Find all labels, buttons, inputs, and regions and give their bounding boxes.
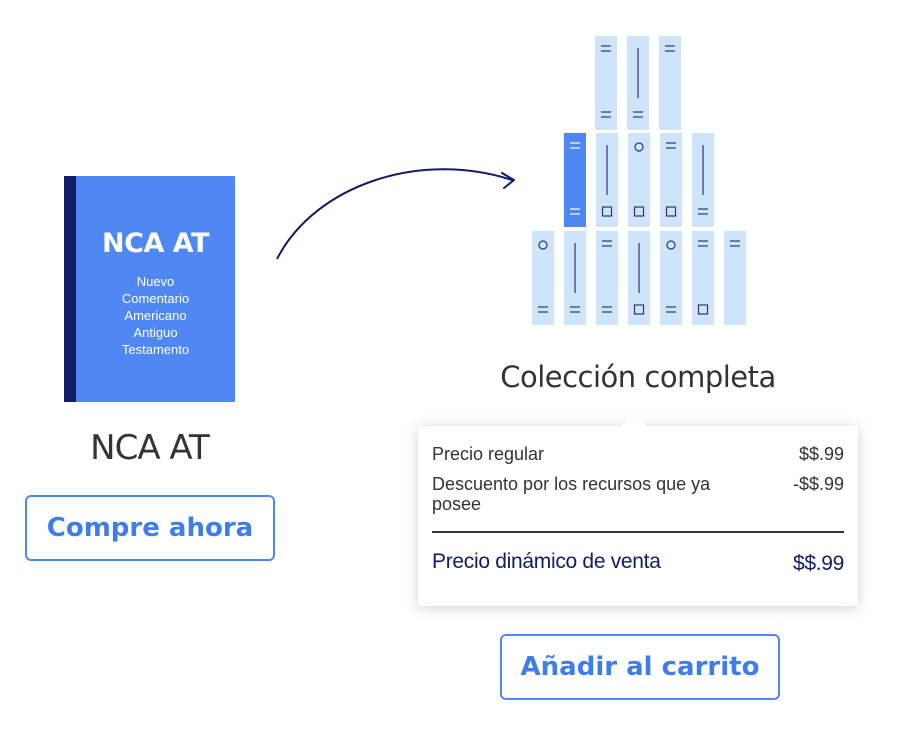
book-cover-subtitle-line: Antiguo [133,325,178,340]
add-to-cart-button[interactable]: Añadir al carrito [500,634,780,700]
volume-spine [564,133,586,227]
curved-arrow-icon [276,168,515,260]
book-cover-title: NCA AT [102,228,209,259]
dynamic-price-label: Precio dinámico de venta [432,550,661,573]
regular-price-value: $$.99 [798,444,844,464]
regular-price-label: Precio regular [432,444,545,464]
volume-spine [659,36,681,130]
pricing-card-pointer [621,414,647,427]
volume-spine [660,133,682,227]
volume-spine [692,133,714,227]
book-cover-subtitle-line: Testamento [121,342,190,357]
volume-spine [596,231,618,325]
collection-title: Colección completa [500,360,776,394]
collection-illustration [532,36,746,325]
discount-row: Descuento por los recursos que ya posee … [432,474,844,514]
volume-spine [564,231,586,325]
volume-spine [628,133,650,227]
volume-spine [724,231,746,325]
pricing-divider [432,531,844,533]
product-title: NCA AT [90,428,210,468]
buy-now-button[interactable]: Compre ahora [25,495,275,561]
regular-price-row: Precio regular $$.99 [432,444,844,465]
volume-spine [595,36,617,130]
volume-spine [660,231,682,325]
dynamic-price-value: $$.99 [792,552,844,575]
book-cover-subtitle-line: Comentario [121,291,190,306]
book-cover-subtitle-line: Americano [124,308,187,323]
book-cover: NCA AT Nuevo Comentario Americano Antigu… [64,176,235,402]
discount-label: Descuento por los recursos que ya posee [432,474,711,514]
book-cover-subtitle: Nuevo Comentario Americano Antiguo Testa… [76,273,235,358]
volume-spine [627,36,649,130]
dynamic-price-row: Precio dinámico de venta $$.99 [432,550,844,576]
volume-spine [596,133,618,227]
volume-spine [532,231,554,325]
pricing-card: Precio regular $$.99 Descuento por los r… [418,414,858,606]
volume-spine [628,231,650,325]
book-cover-subtitle-line: Nuevo [136,274,175,289]
volume-spine [692,231,714,325]
discount-value: -$$.99 [792,474,844,494]
